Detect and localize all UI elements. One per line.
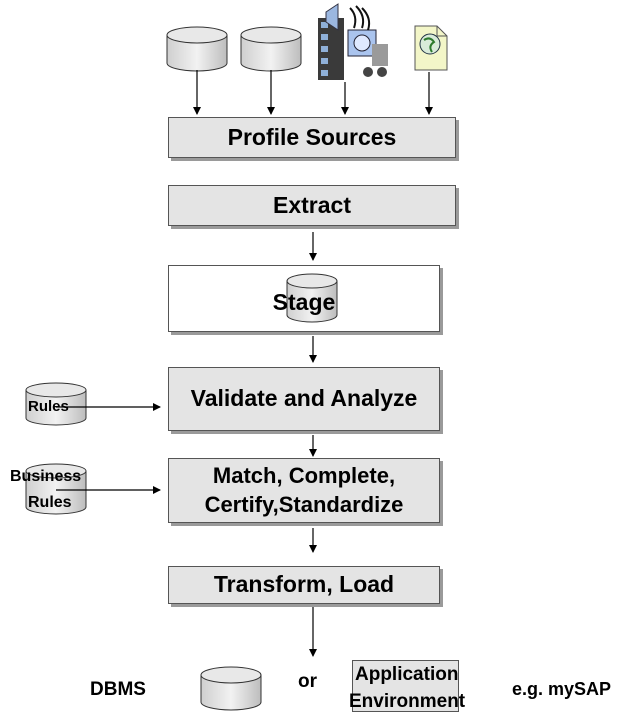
step-profile-sources-label: Profile Sources bbox=[227, 123, 397, 150]
step-profile-sources: Profile Sources bbox=[168, 117, 456, 158]
application-label: Application bbox=[355, 664, 459, 685]
business-rules-label-line2: Rules bbox=[28, 494, 72, 511]
step-validate-analyze: Validate and Analyze bbox=[168, 367, 440, 431]
step-match-complete: Match, Complete, Certify,Standardize bbox=[168, 458, 440, 523]
step-extract: Extract bbox=[168, 185, 456, 226]
step-transform-load-label: Transform, Load bbox=[213, 571, 395, 598]
dbms-database-icon bbox=[200, 666, 262, 711]
example-label: e.g. mySAP bbox=[512, 679, 612, 699]
step-match-line2: Certify,Standardize bbox=[204, 491, 404, 517]
source-database-icon-2 bbox=[240, 26, 302, 72]
source-database-icon-1 bbox=[166, 26, 228, 72]
rules-database-icon bbox=[25, 382, 87, 426]
multimedia-icon bbox=[318, 3, 388, 80]
step-extract-label: Extract bbox=[273, 191, 351, 218]
dbms-label: DBMS bbox=[90, 679, 146, 700]
web-document-icon bbox=[414, 25, 448, 71]
or-label: or bbox=[298, 671, 317, 692]
stage-database-icon bbox=[286, 273, 338, 323]
rules-label: Rules bbox=[28, 398, 69, 415]
application-environment-box bbox=[352, 660, 459, 712]
step-stage-label: Stage bbox=[272, 288, 336, 315]
step-match-line1: Match, Complete, bbox=[212, 462, 396, 488]
step-validate-analyze-label: Validate and Analyze bbox=[190, 385, 418, 412]
business-rules-label-line1: Business bbox=[10, 468, 82, 485]
business-rules-database-icon bbox=[25, 463, 87, 515]
environment-label: Environment bbox=[349, 691, 466, 712]
step-stage: Stage bbox=[168, 265, 440, 332]
step-transform-load: Transform, Load bbox=[168, 566, 440, 604]
